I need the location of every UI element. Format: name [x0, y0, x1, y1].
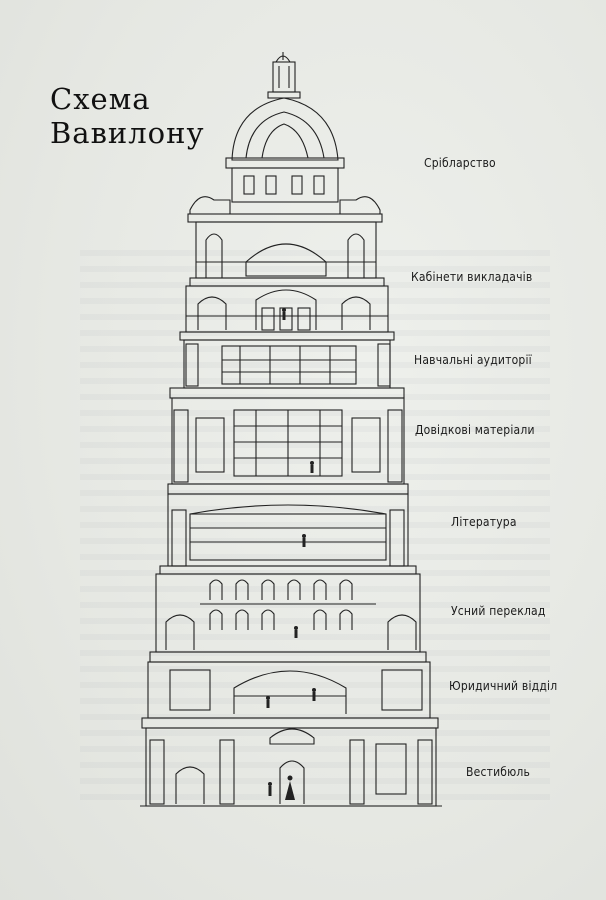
title-line-2: Вавилону [50, 116, 205, 150]
floor-label-lecture-halls: Навчальні аудиторії [414, 353, 532, 367]
floor-label-lobby: Вестибюль [466, 765, 531, 779]
title-line-1: Схема [50, 82, 151, 116]
floor-label-literature: Література [451, 515, 517, 529]
floor-label-legal-department: Юридичний відділ [449, 679, 558, 693]
floor-label-reference-materials: Довідкові матеріали [415, 423, 535, 437]
floor-label-silversmithing: Срібларство [424, 156, 496, 170]
floor-label-faculty-offices: Кабінети викладачів [411, 270, 533, 284]
bleed-through-text [80, 250, 550, 810]
floor-label-interpretation: Усний переклад [451, 604, 546, 618]
page-title: Схема Вавилону [50, 82, 205, 150]
